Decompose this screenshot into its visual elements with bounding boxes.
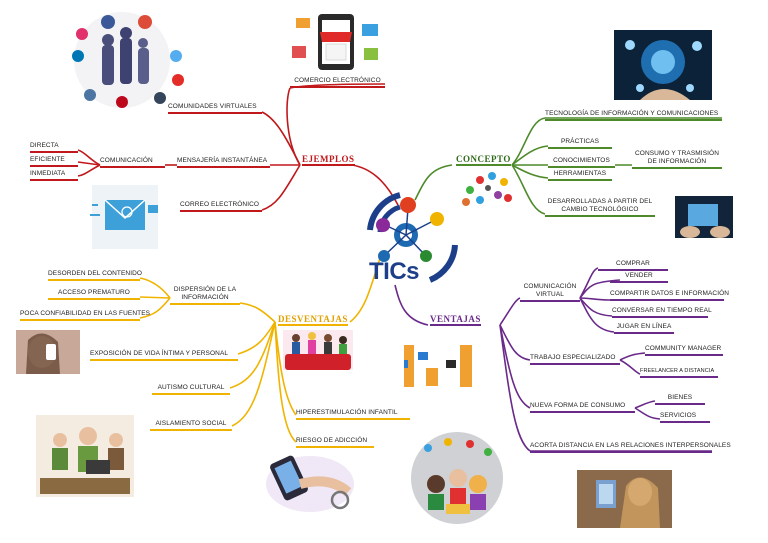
node-desorden-contenido: DESORDEN DEL CONTENIDO [48, 270, 142, 281]
category-ventajas: VENTAJAS [430, 314, 481, 326]
category-desventajas: DESVENTAJAS [278, 314, 348, 326]
social-network-people-icon [72, 12, 184, 108]
node-mensajeria-instantanea: MENSAJERÍA INSTANTÁNEA [177, 157, 270, 168]
node-riesgo-adiccion: RIESGO DE ADICCIÓN [296, 437, 374, 448]
node-hiperestimulacion: HIPERESTIMULACIÓN INFANTIL [296, 409, 410, 420]
node-consumo-trasmision: CONSUMO Y TRASMISIÓN DE INFORMACIÓN [632, 150, 722, 169]
node-conocimientos: CONOCIMIENTOS [548, 157, 615, 168]
kids-laptop-circle-icon [411, 432, 503, 524]
node-community-manager: COMMUNITY MANAGER [645, 345, 723, 356]
category-ejemplos: EJEMPLOS [302, 154, 355, 166]
concept-people-network-icon [462, 172, 512, 206]
node-conversar-tiempo-real: CONVERSAR EN TIEMPO REAL [612, 307, 712, 318]
online-store-phone-icon [292, 14, 378, 70]
node-comprar: COMPRAR [598, 260, 668, 271]
center-title: TICs [369, 258, 420, 285]
node-autismo-cultural: AUTISMO CULTURAL [152, 384, 230, 395]
node-comercio-electronico: COMERCIO ELECTRÓNICO [290, 77, 385, 88]
node-herramientas: HERRAMIENTAS [548, 170, 612, 181]
node-dispersion-informacion: DISPERSIÓN DE LA INFORMACIÓN [170, 286, 240, 305]
node-directa: DIRECTA [30, 142, 78, 153]
node-compartir-datos: COMPARTIR DATOS E INFORMACIÓN [610, 290, 729, 301]
network-globe-hand-icon [614, 30, 712, 100]
node-acorta-distancia: ACORTA DISTANCIA EN LAS RELACIONES INTER… [530, 442, 731, 453]
girl-phone-photo-icon [16, 330, 80, 374]
node-correo-electronico: CORREO ELECTRÓNICO [180, 201, 262, 212]
node-servicios: SERVICIOS [660, 412, 710, 423]
node-vender: VENDER [610, 272, 668, 283]
hand-payment-icon [404, 345, 472, 387]
node-bienes: BIENES [655, 394, 705, 405]
family-couch-devices-icon [283, 330, 353, 370]
node-poca-confiabilidad: POCA CONFIABILIDAD EN LAS FUENTES [20, 310, 150, 321]
node-trabajo-especializado: TRABAJO ESPECIALIZADO [530, 354, 620, 365]
node-comunicacion-virtual: COMUNICACIÓN VIRTUAL [520, 283, 580, 302]
node-comunidades-virtuales: COMUNIDADES VIRTUALES [168, 103, 262, 114]
category-concepto: CONCEPTO [456, 154, 511, 166]
node-acceso-prematuro: ACCESO PREMATURO [48, 289, 140, 300]
isolated-people-devices-icon [36, 415, 134, 497]
node-aislamiento-social: AISLAMIENTO SOCIAL [150, 420, 232, 431]
node-freelancer-distancia: FREELANCER A DISTANCIA [640, 367, 718, 378]
email-envelope-icon [90, 185, 158, 249]
node-practicas: PRÁCTICAS [548, 138, 612, 149]
phone-handcuff-icon [266, 455, 354, 512]
node-desarrolladas: DESARROLLADAS A PARTIR DEL CAMBIO TECNOL… [545, 198, 655, 217]
node-tecnologia-informacion: TECNOLOGÍA DE INFORMACIÓN Y COMUNICACION… [545, 110, 722, 121]
node-inmediata: INMEDIATA [30, 170, 78, 181]
node-comunicacion: COMUNICACIÓN [100, 157, 165, 168]
node-exposicion-vida: EXPOSICIÓN DE VIDA ÍNTIMA Y PERSONAL [90, 350, 238, 361]
node-nueva-forma-consumo: NUEVA FORMA DE CONSUMO [530, 402, 635, 413]
tics-logo-icon [367, 192, 458, 283]
node-eficiente: EFICIENTE [30, 156, 78, 167]
tablet-hands-icon [675, 196, 733, 238]
woman-tablet-photo-icon [577, 470, 672, 528]
node-jugar-en-linea: JUGAR EN LÍNEA [614, 323, 674, 334]
